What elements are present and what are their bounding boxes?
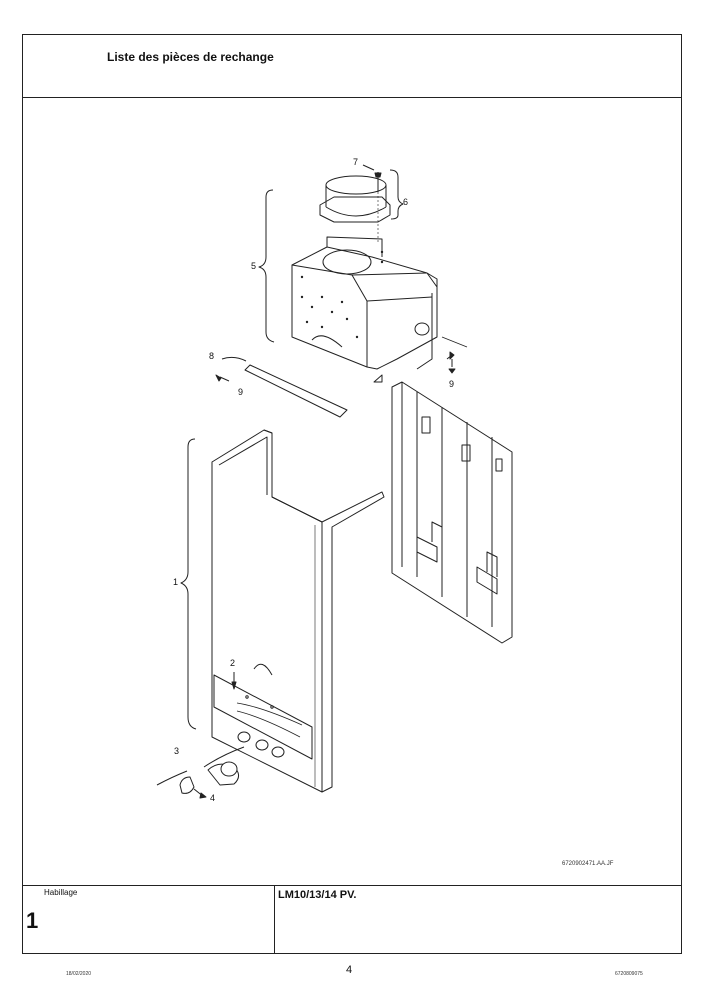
callout-1: 1: [173, 577, 178, 587]
page-number: 4: [346, 964, 353, 976]
model-name: LM10/13/14 PV.: [278, 889, 357, 901]
callout-9b: 9: [449, 379, 454, 389]
callout-labels: 1 2 3 4 5 6 7 8 9 9: [173, 157, 454, 803]
document-number: 6720809075: [615, 971, 643, 977]
footer-column-divider: [274, 885, 275, 954]
callout-6: 6: [403, 197, 408, 207]
section-number: 1: [26, 908, 39, 933]
header-divider: [22, 97, 682, 98]
knob-part: [156, 746, 245, 799]
flue-collar-part: [319, 175, 391, 223]
strip-part: [221, 356, 348, 418]
casing-part: [211, 429, 385, 793]
footer-divider: [22, 885, 682, 886]
page-frame: [22, 34, 682, 954]
drawing-reference: 6720902471.AA.JF: [562, 861, 614, 867]
callout-9a: 9: [238, 387, 243, 397]
callout-2: 2: [230, 658, 235, 668]
back-frame-part: [391, 381, 513, 644]
section-label: Habillage: [44, 888, 78, 897]
page-title: Liste des pièces de rechange: [107, 50, 274, 64]
callout-4: 4: [210, 793, 215, 803]
exploded-view-drawing: 1 2 3 4 5 6 7 8 9 9: [156, 157, 513, 803]
callout-8: 8: [209, 351, 214, 361]
hood-part: [291, 236, 438, 383]
callout-5: 5: [251, 261, 256, 271]
print-date: 18/02/2020: [66, 971, 92, 977]
callout-3: 3: [174, 746, 179, 756]
callout-7: 7: [353, 157, 358, 167]
